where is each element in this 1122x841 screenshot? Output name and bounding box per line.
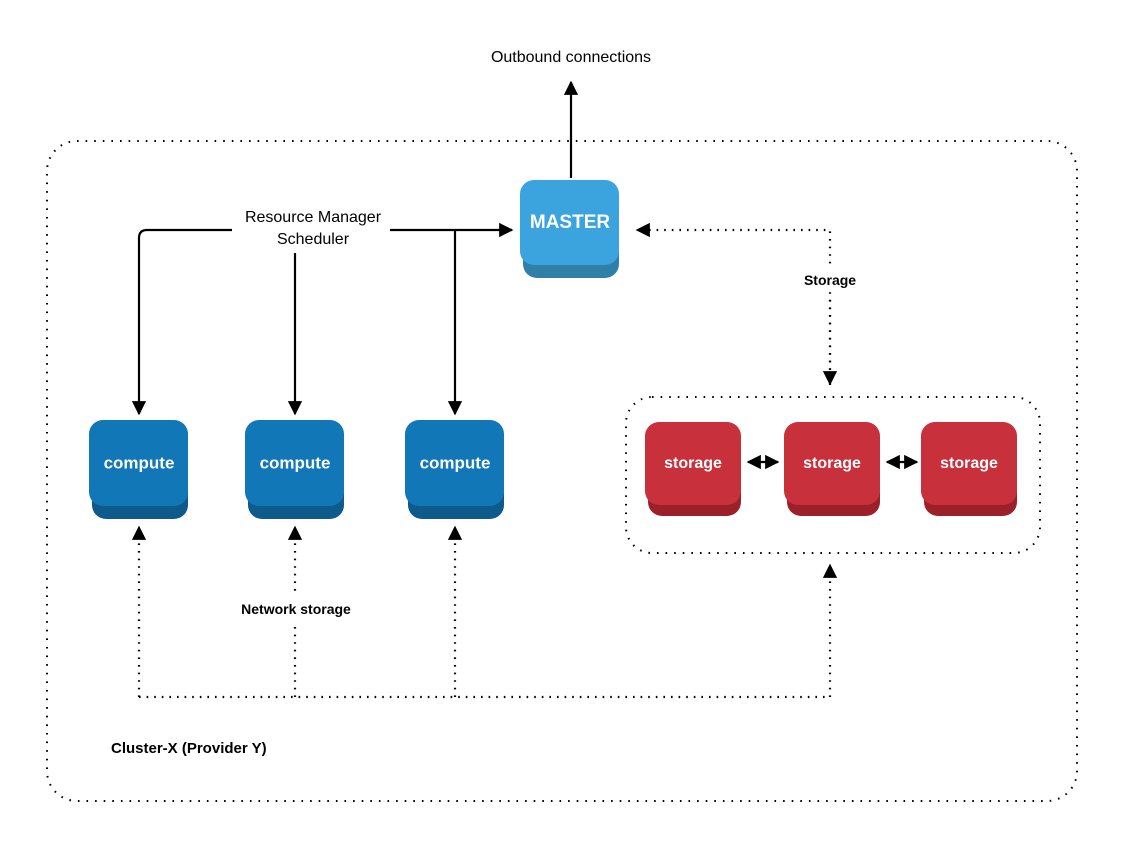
label-outbound-connections: Outbound connections: [491, 49, 651, 66]
label-cluster-zone: Cluster-X (Provider Y): [111, 740, 267, 757]
label-resource-manager-backing: [232, 205, 390, 253]
node-compute-2-body: [245, 420, 344, 506]
node-master[interactable]: MASTER: [520, 180, 619, 278]
node-master-label: MASTER: [530, 212, 611, 233]
storage-zone-border: [625, 396, 1041, 554]
label-network-storage: Network storage: [241, 601, 351, 617]
node-compute-2-label: compute: [260, 453, 331, 472]
node-compute-3-label: compute: [420, 453, 491, 472]
edge-scheduler-to-compute-1: [131, 228, 232, 416]
node-storage-1-label: storage: [664, 455, 722, 472]
label-storage: Storage: [804, 272, 856, 288]
node-storage-3[interactable]: storage: [921, 422, 1017, 516]
node-storage-1-body: [645, 422, 741, 505]
node-compute-1-body: [89, 420, 188, 506]
node-storage-3-label: storage: [940, 455, 998, 472]
label-storage-backing: [792, 265, 870, 291]
label-network-storage-backing: [224, 595, 370, 621]
node-compute-1-label: compute: [104, 453, 175, 472]
node-storage-2[interactable]: storage: [784, 422, 880, 516]
node-compute-1[interactable]: compute: [89, 420, 188, 519]
node-master-body: [520, 180, 619, 265]
node-storage-3-body: [921, 422, 1017, 505]
label-resource-manager-line2: Scheduler: [277, 231, 350, 248]
node-storage-2-body: [784, 422, 880, 505]
label-resource-manager-line1: Resource Manager: [245, 209, 382, 226]
node-storage-2-label: storage: [803, 455, 861, 472]
edge-storage-to-master: [635, 222, 832, 385]
node-compute-3-body: [405, 420, 504, 506]
cluster-zone-border: [46, 140, 1078, 802]
node-storage-1[interactable]: storage: [645, 422, 741, 516]
node-compute-2[interactable]: compute: [245, 420, 344, 519]
node-compute-3[interactable]: compute: [405, 420, 504, 519]
